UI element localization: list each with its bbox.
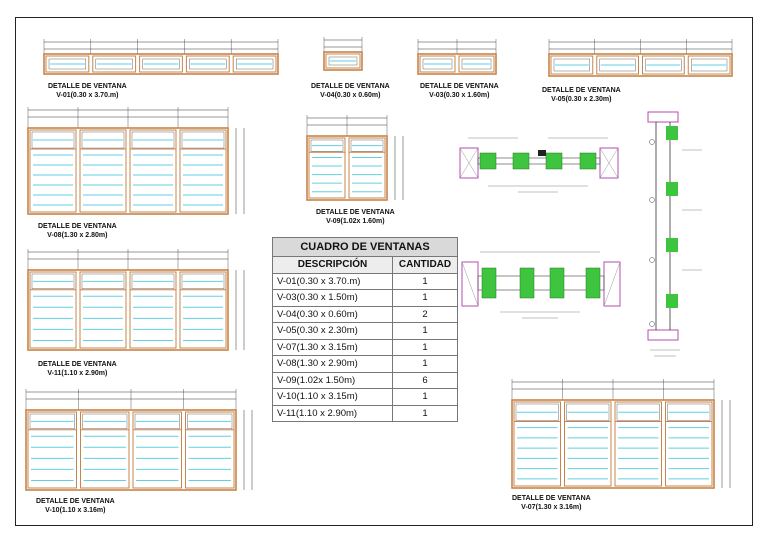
row-qty: 1	[392, 388, 458, 406]
row-desc: V-04(0.30 x 0.60m)	[272, 305, 393, 323]
row-desc: V-03(0.30 x 1.50m)	[272, 289, 393, 307]
row-qty: 2	[392, 305, 458, 323]
row-desc: V-11(1.10 x 2.90m)	[272, 404, 393, 422]
table-row: V-10(1.10 x 3.15m)1	[272, 388, 458, 406]
row-qty: 1	[392, 404, 458, 422]
row-qty: 1	[392, 289, 458, 307]
window-v10	[22, 388, 262, 494]
row-desc: V-09(1.02x 1.50m)	[272, 371, 393, 389]
window-v03	[414, 38, 504, 78]
row-qty: 1	[392, 338, 458, 356]
row-qty: 1	[392, 272, 458, 290]
window-v08	[24, 106, 254, 218]
vertical-section-detail	[647, 111, 702, 357]
window-v11	[24, 248, 254, 354]
window-schedule-table: CUADRO DE VENTANAS DESCRIPCIÓN CANTIDAD …	[272, 237, 458, 422]
table-row: V-09(1.02x 1.50m)6	[272, 371, 458, 389]
schedule-col-desc: DESCRIPCIÓN	[272, 256, 393, 274]
row-desc: V-07(1.30 x 3.15m)	[272, 338, 393, 356]
horizontal-section-detail-2	[461, 251, 621, 319]
row-desc: V-01(0.30 x 3.70.m)	[272, 272, 393, 290]
row-qty: 1	[392, 322, 458, 340]
row-desc: V-08(1.30 x 2.90m)	[272, 355, 393, 373]
table-row: V-05(0.30 x 2.30m)1	[272, 322, 458, 340]
row-desc: V-05(0.30 x 2.30m)	[272, 322, 393, 340]
table-row: V-04(0.30 x 0.60m)2	[272, 305, 458, 323]
window-v09	[303, 114, 413, 204]
row-qty: 1	[392, 355, 458, 373]
table-row: V-11(1.10 x 2.90m)1	[272, 404, 458, 422]
window-v05	[545, 38, 740, 80]
table-row: V-07(1.30 x 3.15m)1	[272, 338, 458, 356]
window-v07	[508, 378, 740, 492]
wall-left-icon	[461, 261, 479, 307]
schedule-col-qty: CANTIDAD	[392, 256, 458, 274]
window-v04	[320, 36, 370, 74]
row-qty: 6	[392, 371, 458, 389]
window-v01	[40, 38, 286, 78]
table-row: V-01(0.30 x 3.70.m)1	[272, 272, 458, 290]
schedule-title: CUADRO DE VENTANAS	[272, 237, 458, 257]
wall-right-icon	[603, 261, 621, 307]
table-row: V-08(1.30 x 2.90m)1	[272, 355, 458, 373]
horizontal-section-detail-1	[459, 137, 619, 193]
wall-right-icon	[599, 147, 619, 179]
table-row: V-03(0.30 x 1.50m)1	[272, 289, 458, 307]
wall-left-icon	[459, 147, 479, 179]
row-desc: V-10(1.10 x 3.15m)	[272, 388, 393, 406]
